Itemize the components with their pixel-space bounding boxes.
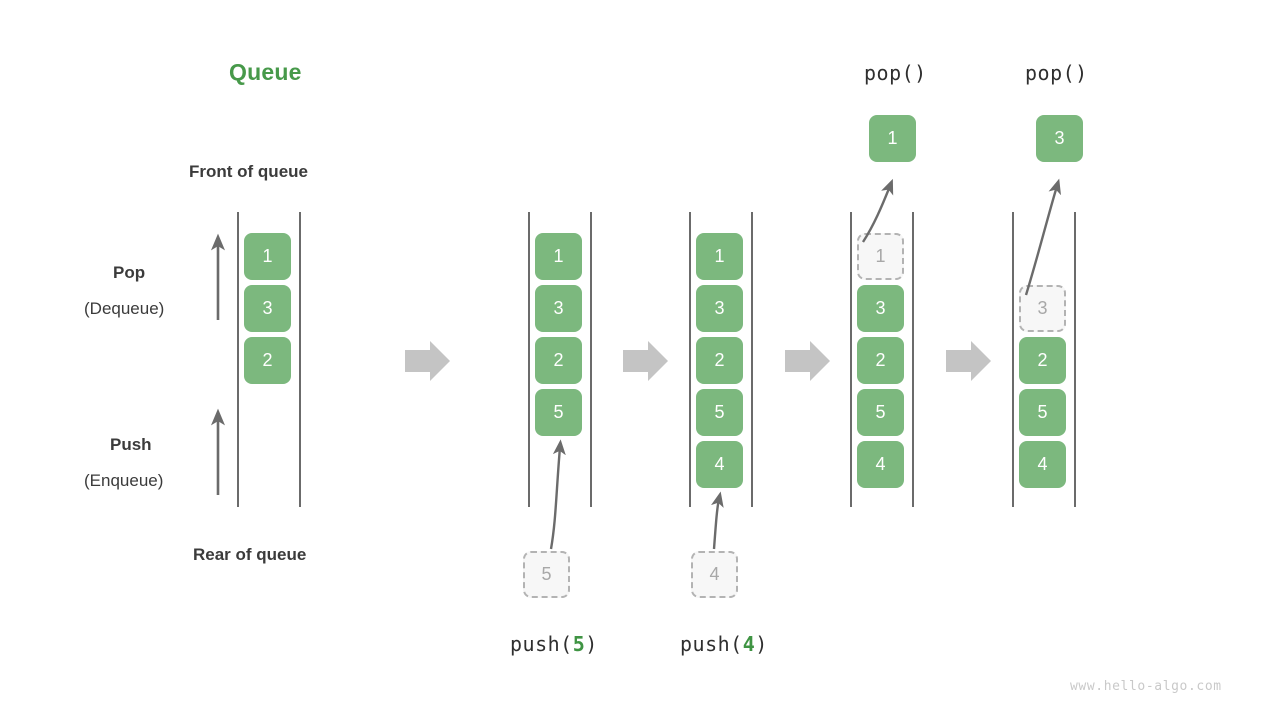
page-title: Queue: [229, 59, 302, 85]
popped-element: 3: [1036, 115, 1083, 162]
caption-suffix: ): [914, 61, 927, 85]
stage-caption-push-4: push(4): [680, 634, 768, 654]
caption-suffix: ): [755, 632, 768, 656]
push-4-arrow: [711, 491, 724, 550]
queue-cell: 1: [696, 233, 743, 280]
queue-cell: 3: [696, 285, 743, 332]
step-arrow: [405, 341, 450, 381]
queue-rail-right: [912, 212, 914, 507]
queue-rail-right: [751, 212, 753, 507]
queue-cell: 2: [244, 337, 291, 384]
queue-cell: 4: [857, 441, 904, 488]
popped-element: 1: [869, 115, 916, 162]
queue-rail-left: [1012, 212, 1014, 507]
queue-rail-left: [528, 212, 530, 507]
queue-rail-left: [237, 212, 239, 507]
queue-cell: 5: [1019, 389, 1066, 436]
queue-cell: 1: [535, 233, 582, 280]
push-alt-label: (Enqueue): [84, 471, 164, 490]
queue-cell: 2: [857, 337, 904, 384]
caption-prefix: push(: [510, 632, 573, 656]
queue-cell: 5: [696, 389, 743, 436]
queue-rail-right: [299, 212, 301, 507]
queue-cell: 3: [244, 285, 291, 332]
incoming-element-ghost: 5: [523, 551, 570, 598]
stage-caption-pop-3: pop(): [1025, 63, 1088, 83]
caption-suffix: ): [585, 632, 598, 656]
queue-cell: 5: [857, 389, 904, 436]
stage-caption-push-5: push(5): [510, 634, 598, 654]
caption-prefix: pop(: [864, 61, 915, 85]
step-arrow: [623, 341, 668, 381]
queue-cell: 3: [857, 285, 904, 332]
queue-cell: 3: [535, 285, 582, 332]
pop-alt-label: (Dequeue): [84, 299, 165, 318]
caption-prefix: pop(: [1025, 61, 1076, 85]
pop-label: Pop: [113, 263, 146, 282]
queue-rail-right: [1074, 212, 1076, 507]
queue-cell: 2: [696, 337, 743, 384]
front-of-queue-label: Front of queue: [189, 162, 308, 181]
queue-cell: 2: [535, 337, 582, 384]
queue-cell-new: 5: [535, 389, 582, 436]
push-label: Push: [110, 435, 152, 454]
queue-cell: 2: [1019, 337, 1066, 384]
pop-3-arrow: [1024, 178, 1062, 296]
step-arrow: [785, 341, 830, 381]
incoming-element-ghost: 4: [691, 551, 738, 598]
queue-cell: 4: [1019, 441, 1066, 488]
queue-rail-left: [850, 212, 852, 507]
queue-rail-left: [689, 212, 691, 507]
queue-cell-removed: 3: [1019, 285, 1066, 332]
caption-arg: 4: [742, 632, 756, 656]
queue-cell: 1: [244, 233, 291, 280]
stage-caption-pop-1: pop(): [864, 63, 927, 83]
caption-suffix: ): [1075, 61, 1088, 85]
push-5-arrow: [549, 439, 566, 550]
watermark: www.hello-algo.com: [1070, 679, 1222, 694]
caption-arg: 5: [572, 632, 586, 656]
queue-rail-right: [590, 212, 592, 507]
step-arrow: [946, 341, 991, 381]
queue-cell-new: 4: [696, 441, 743, 488]
queue-cell-removed: 1: [857, 233, 904, 280]
rear-of-queue-label: Rear of queue: [193, 545, 307, 564]
caption-prefix: push(: [680, 632, 743, 656]
